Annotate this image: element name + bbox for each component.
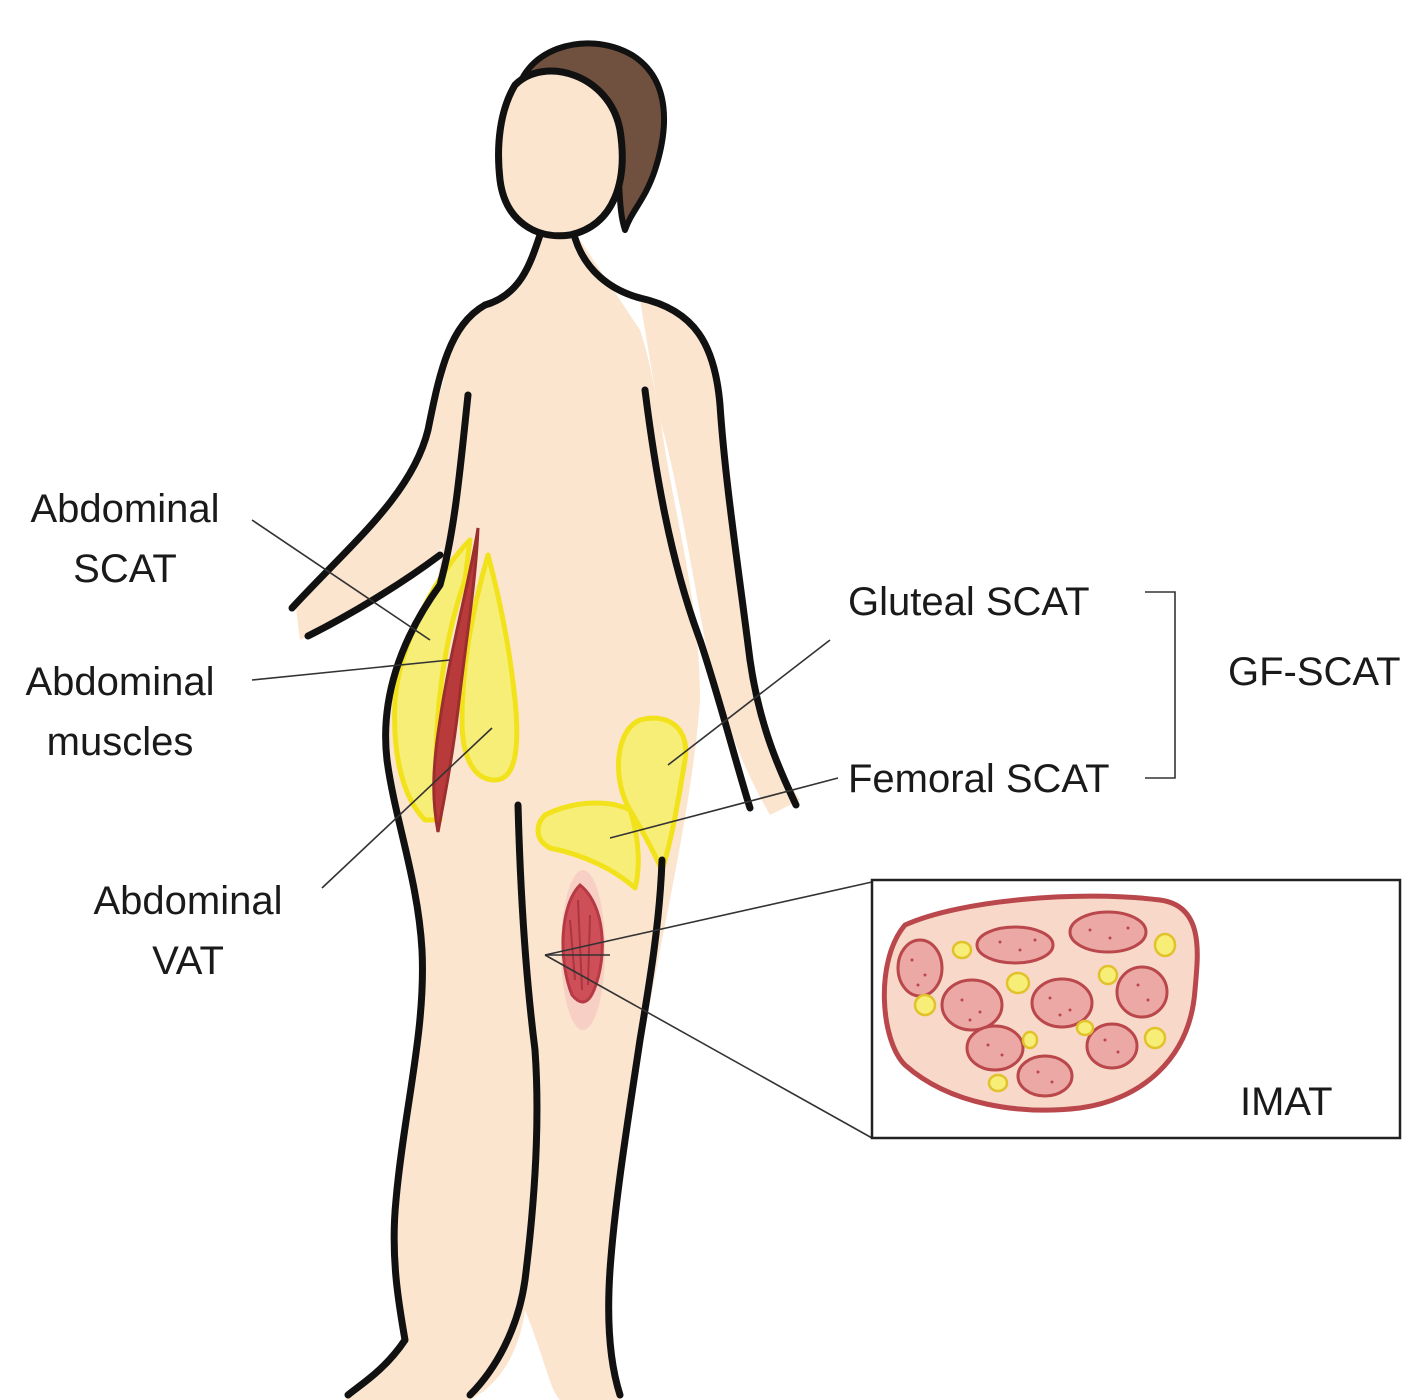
fascicle	[1030, 977, 1094, 1029]
speckle	[986, 1043, 990, 1047]
speckle	[998, 940, 1002, 944]
fat-droplet	[1153, 932, 1177, 958]
torso-and-legs	[345, 235, 700, 1400]
fascicle-speckles	[910, 926, 1150, 1084]
fascicle	[1085, 1022, 1139, 1070]
label-gf-scat: GF-SCAT	[1228, 650, 1401, 694]
right-arm	[640, 300, 800, 815]
label-gluteal-scat: Gluteal SCAT	[848, 580, 1090, 624]
speckle	[1068, 1008, 1072, 1012]
fascicle	[896, 938, 944, 998]
zoom-line-top	[544, 881, 873, 956]
speckle	[1033, 938, 1037, 942]
speckle	[978, 1010, 982, 1014]
thigh-muscle	[561, 882, 604, 1004]
fat-droplet	[1021, 1030, 1039, 1050]
label-femoral-scat: Femoral SCAT	[848, 757, 1110, 801]
zoom-line-bottom	[544, 954, 873, 1139]
speckle	[1088, 928, 1092, 932]
fascicle	[1016, 1054, 1074, 1098]
thigh-muscle-fiber	[569, 919, 576, 981]
neck-left-outline	[481, 231, 544, 309]
label-abdominal-scat-line2: SCAT	[73, 547, 177, 591]
fascicle	[1115, 965, 1169, 1019]
left-arm-outer-outline	[288, 301, 489, 612]
speckle	[916, 983, 920, 987]
speckle	[1116, 1050, 1120, 1054]
speckle	[968, 1018, 972, 1022]
right-arm-inner-outline	[641, 386, 754, 812]
fat-droplet	[1075, 1019, 1095, 1037]
left-arm-inner-outline	[304, 551, 444, 640]
speckle	[1000, 1053, 1004, 1057]
speckle	[1108, 936, 1112, 940]
femoral-scat-depot	[535, 800, 641, 891]
label-abdominal-vat-line2: VAT	[152, 939, 224, 983]
body-silhouette	[295, 71, 800, 1400]
head-outline	[495, 67, 626, 240]
leader-femoral-scat	[609, 777, 839, 839]
fat-droplet	[1143, 1026, 1167, 1050]
head	[498, 71, 623, 236]
leader-abdominal-vat	[321, 727, 493, 889]
thigh-muscle-fiber	[587, 914, 591, 986]
abdominal-vat-depot	[459, 552, 520, 783]
leader-abdominal-scat	[251, 519, 431, 641]
speckle	[960, 998, 964, 1002]
speckle	[1050, 1080, 1054, 1084]
fascicle	[965, 1024, 1025, 1072]
fascicle	[940, 978, 1004, 1032]
leader-gluteal-scat	[667, 639, 831, 766]
fat-droplet	[1097, 964, 1119, 986]
speckle	[1018, 948, 1022, 952]
fascicle	[1068, 910, 1148, 954]
imat-droplets	[913, 932, 1177, 1093]
speckle	[1048, 996, 1052, 1000]
speckle	[1103, 1038, 1107, 1042]
neck-right-outline	[571, 234, 644, 302]
fat-droplet	[987, 1073, 1009, 1093]
inner-leg-outline	[466, 801, 541, 1399]
leader-abdominal-muscles	[251, 659, 451, 681]
speckle	[923, 973, 927, 977]
speckle	[1136, 983, 1140, 987]
speckle	[1126, 926, 1130, 930]
fat-droplet	[1005, 971, 1031, 995]
fascicle	[975, 925, 1055, 965]
label-abdominal-muscles-line1: Abdominal	[25, 660, 214, 704]
torso-left-outline	[344, 391, 472, 1399]
fat-droplet	[913, 993, 937, 1017]
speckle	[910, 958, 914, 962]
fat-droplet	[951, 940, 973, 960]
abdominal-muscle-band	[432, 527, 480, 833]
right-arm-outer-outline	[636, 294, 800, 809]
muscle-fascicles	[896, 910, 1169, 1098]
gf-scat-bracket	[1145, 591, 1176, 779]
label-abdominal-vat-line1: Abdominal	[93, 879, 282, 923]
label-imat: IMAT	[1240, 1080, 1333, 1124]
speckle	[1058, 1013, 1062, 1017]
speckle	[1146, 998, 1150, 1002]
speckle	[1036, 1070, 1040, 1074]
torso-right-outline	[605, 856, 666, 1399]
label-abdominal-scat-line1: Abdominal	[30, 487, 219, 531]
body-outline	[288, 67, 800, 1399]
label-abdominal-muscles-line2: muscles	[47, 720, 194, 764]
